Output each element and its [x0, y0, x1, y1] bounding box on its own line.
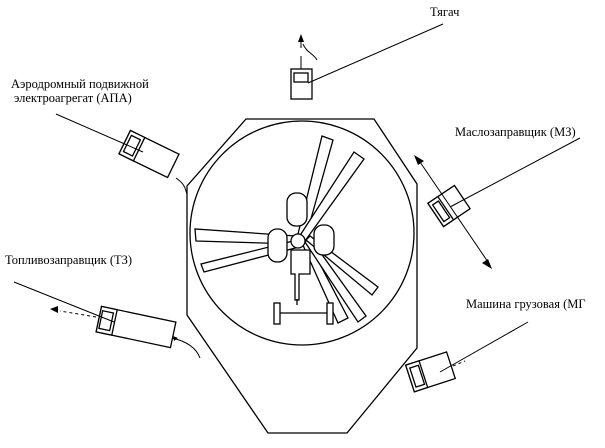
mg-vehicle — [404, 351, 466, 393]
leader-line-apa — [55, 113, 144, 153]
arrow-mz-up — [414, 155, 424, 165]
label-apa-line1: Аэродромный подвижной — [11, 77, 149, 91]
rotor-blades — [194, 135, 379, 324]
arrow-up-tug — [298, 34, 304, 42]
leader-line-tz — [13, 281, 115, 323]
leader-line-tug — [307, 23, 444, 84]
label-mg: Машина грузовая (МГ — [466, 297, 586, 311]
label-tz: Топливозаправщик (ТЗ) — [5, 253, 133, 267]
tug-vehicle — [290, 34, 318, 100]
rotor-disc — [189, 120, 415, 346]
arrow-mz-down — [482, 259, 492, 269]
tz-vehicle — [50, 305, 201, 359]
label-tyagach: Тягач — [430, 5, 460, 19]
apa-vehicle — [118, 129, 188, 195]
label-mz: Маслозаправщик (МЗ) — [455, 125, 576, 139]
label-apa-line2: электроагрегат (АПА) — [14, 91, 132, 105]
mz-vehicle — [414, 155, 492, 269]
leader-line-mg — [439, 321, 529, 373]
parking-area-outline — [186, 118, 418, 434]
leader-line-mz — [449, 137, 581, 208]
arrow-tz-left — [50, 306, 58, 313]
helicopter-fuselage — [267, 192, 335, 325]
